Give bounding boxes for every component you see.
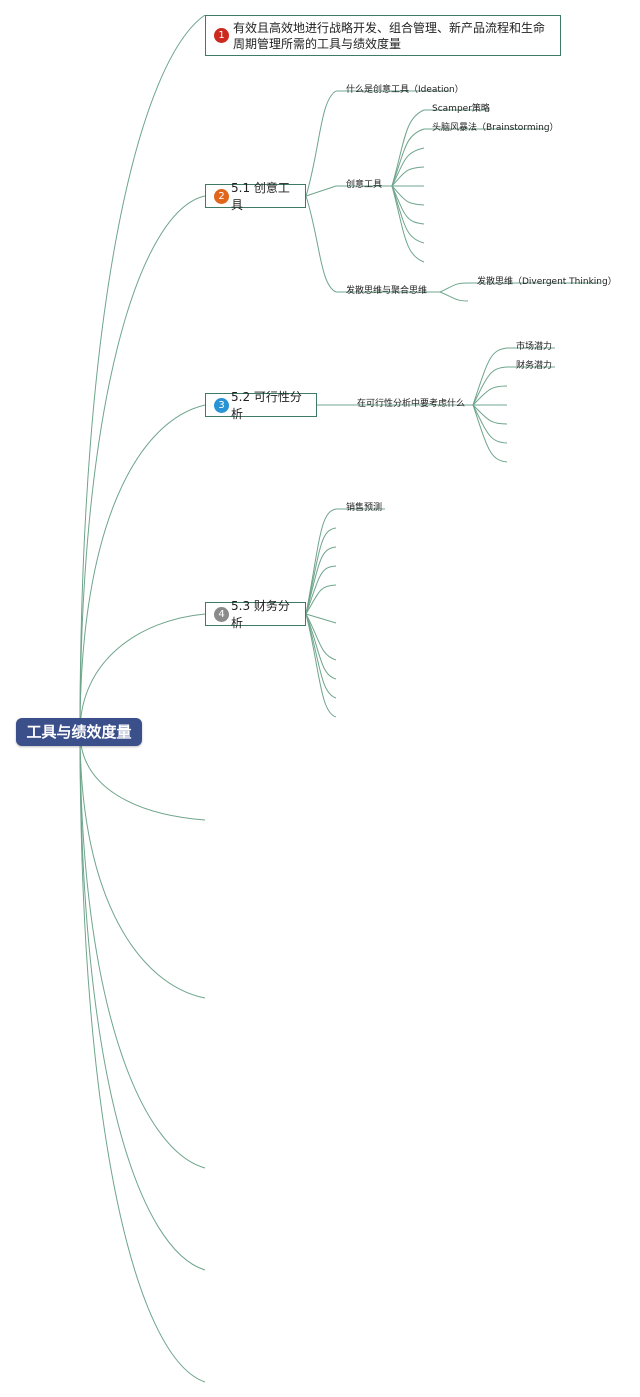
subtopic-divergent[interactable]: 发散思维（Divergent Thinking） [477,277,617,287]
topic-creative-tools[interactable]: 2 5.1 创意工具 [205,181,306,212]
link-root-empty-5 [79,731,206,1383]
link-root-empty-4 [79,731,206,1271]
link-root-empty-1 [79,731,206,821]
number-badge-4: 4 [214,606,229,622]
subtopic-sales-forecast[interactable]: 销售预测 [346,503,383,513]
subtopic-market-potential[interactable]: 市场潜力 [516,342,553,352]
topic-financial-analysis[interactable]: 4 5.3 财务分析 [205,599,306,630]
subtopic-creative-tools[interactable]: 创意工具 [346,180,383,190]
link-root-empty-3 [79,731,206,1169]
subtopic-divergent-convergent[interactable]: 发散思维与聚合思维 [346,286,428,296]
topic-4-label: 5.3 财务分析 [231,599,290,630]
root-topic[interactable]: 工具与绩效度量 [16,718,142,746]
number-badge-2: 2 [214,188,229,204]
number-badge-1: 1 [214,28,229,43]
topic-3-label: 5.2 可行性分析 [231,390,302,421]
subtopic-financial-potential[interactable]: 财务潜力 [516,361,553,371]
subtopic-feasibility-considerations[interactable]: 在可行性分析中要考虑什么 [357,399,466,409]
subtopic-brainstorming[interactable]: 头脑风暴法（Brainstorming） [432,123,559,133]
link-root-topic2 [79,195,206,733]
topic-1[interactable]: 1 有效且高效地进行战略开发、组合管理、新产品流程和生命周期管理所需的工具与绩效… [205,15,561,56]
number-badge-3: 3 [214,397,229,413]
topic-1-label: 有效且高效地进行战略开发、组合管理、新产品流程和生命周期管理所需的工具与绩效度量 [233,20,546,51]
link-root-topic4 [79,613,206,733]
link-root-topic1 [79,14,206,733]
topic-feasibility-analysis[interactable]: 3 5.2 可行性分析 [205,390,317,421]
link-root-topic3 [79,404,206,733]
link-root-empty-2 [79,731,206,999]
topic-2-label: 5.1 创意工具 [231,181,290,212]
subtopic-scamper[interactable]: Scamper策略 [432,104,490,114]
subtopic-ideation[interactable]: 什么是创意工具（Ideation） [346,85,464,95]
